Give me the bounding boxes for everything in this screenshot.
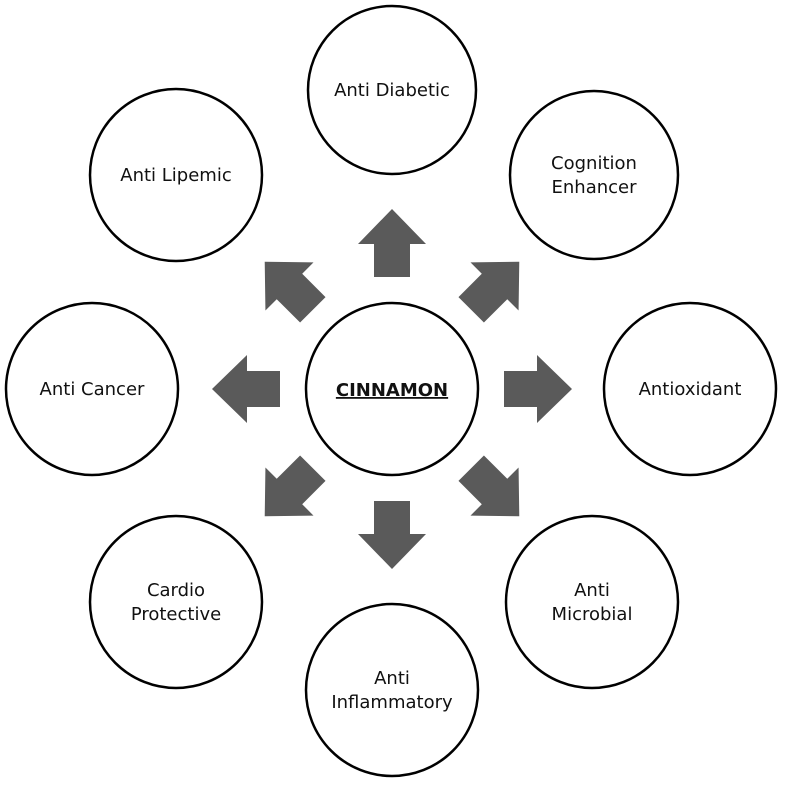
node-label-anti-lipemic: Anti Lipemic: [120, 165, 231, 186]
node-label-cardio-protective: Cardio: [147, 580, 205, 601]
node-label-anti-diabetic: Anti Diabetic: [334, 80, 450, 101]
arrow-to-antioxidant: [504, 355, 572, 423]
node-label-anti-cancer: Anti Cancer: [40, 379, 145, 400]
node-label-anti-microbial: Anti: [574, 580, 610, 601]
node-circle-anti-diabetic: [306, 4, 478, 176]
node-label-anti-microbial: Microbial: [552, 604, 633, 625]
center-label: CINNAMON: [336, 380, 448, 401]
node-antioxidant: Antioxidant: [602, 301, 778, 477]
arrow-to-anti-diabetic: [358, 209, 426, 277]
node-label-cognition-enhancer: Enhancer: [552, 177, 638, 198]
nodes-group: Anti DiabeticCognitionEnhancerAntioxidan…: [4, 4, 778, 778]
center-node: CINNAMON: [304, 301, 480, 477]
node-label-anti-inflammatory: Inflammatory: [331, 692, 453, 713]
node-label-cardio-protective: Protective: [131, 604, 221, 625]
arrow-to-anti-inflammatory: [358, 501, 426, 569]
arrow-to-anti-cancer: [212, 355, 280, 423]
node-label-cognition-enhancer: Cognition: [551, 153, 637, 174]
node-anti-lipemic: Anti Lipemic: [88, 87, 264, 263]
node-anti-diabetic: Anti Diabetic: [306, 4, 478, 176]
node-label-anti-inflammatory: Anti: [374, 668, 410, 689]
node-circle-anti-cancer: [4, 301, 180, 477]
center-circle: [304, 301, 480, 477]
node-label-antioxidant: Antioxidant: [639, 379, 742, 400]
node-circle-antioxidant: [602, 301, 778, 477]
node-circle-anti-lipemic: [88, 87, 264, 263]
arrow-to-cognition-enhancer: [458, 261, 520, 323]
arrows-group: [212, 209, 572, 569]
arrow-to-anti-lipemic: [264, 261, 326, 323]
arrow-to-cardio-protective: [264, 455, 326, 517]
node-circle-anti-microbial: [504, 514, 680, 690]
node-anti-cancer: Anti Cancer: [4, 301, 180, 477]
node-circle-anti-inflammatory: [304, 602, 480, 778]
arrow-to-anti-microbial: [458, 455, 520, 517]
node-circle-cardio-protective: [88, 514, 264, 690]
node-circle-cognition-enhancer: [508, 89, 680, 261]
